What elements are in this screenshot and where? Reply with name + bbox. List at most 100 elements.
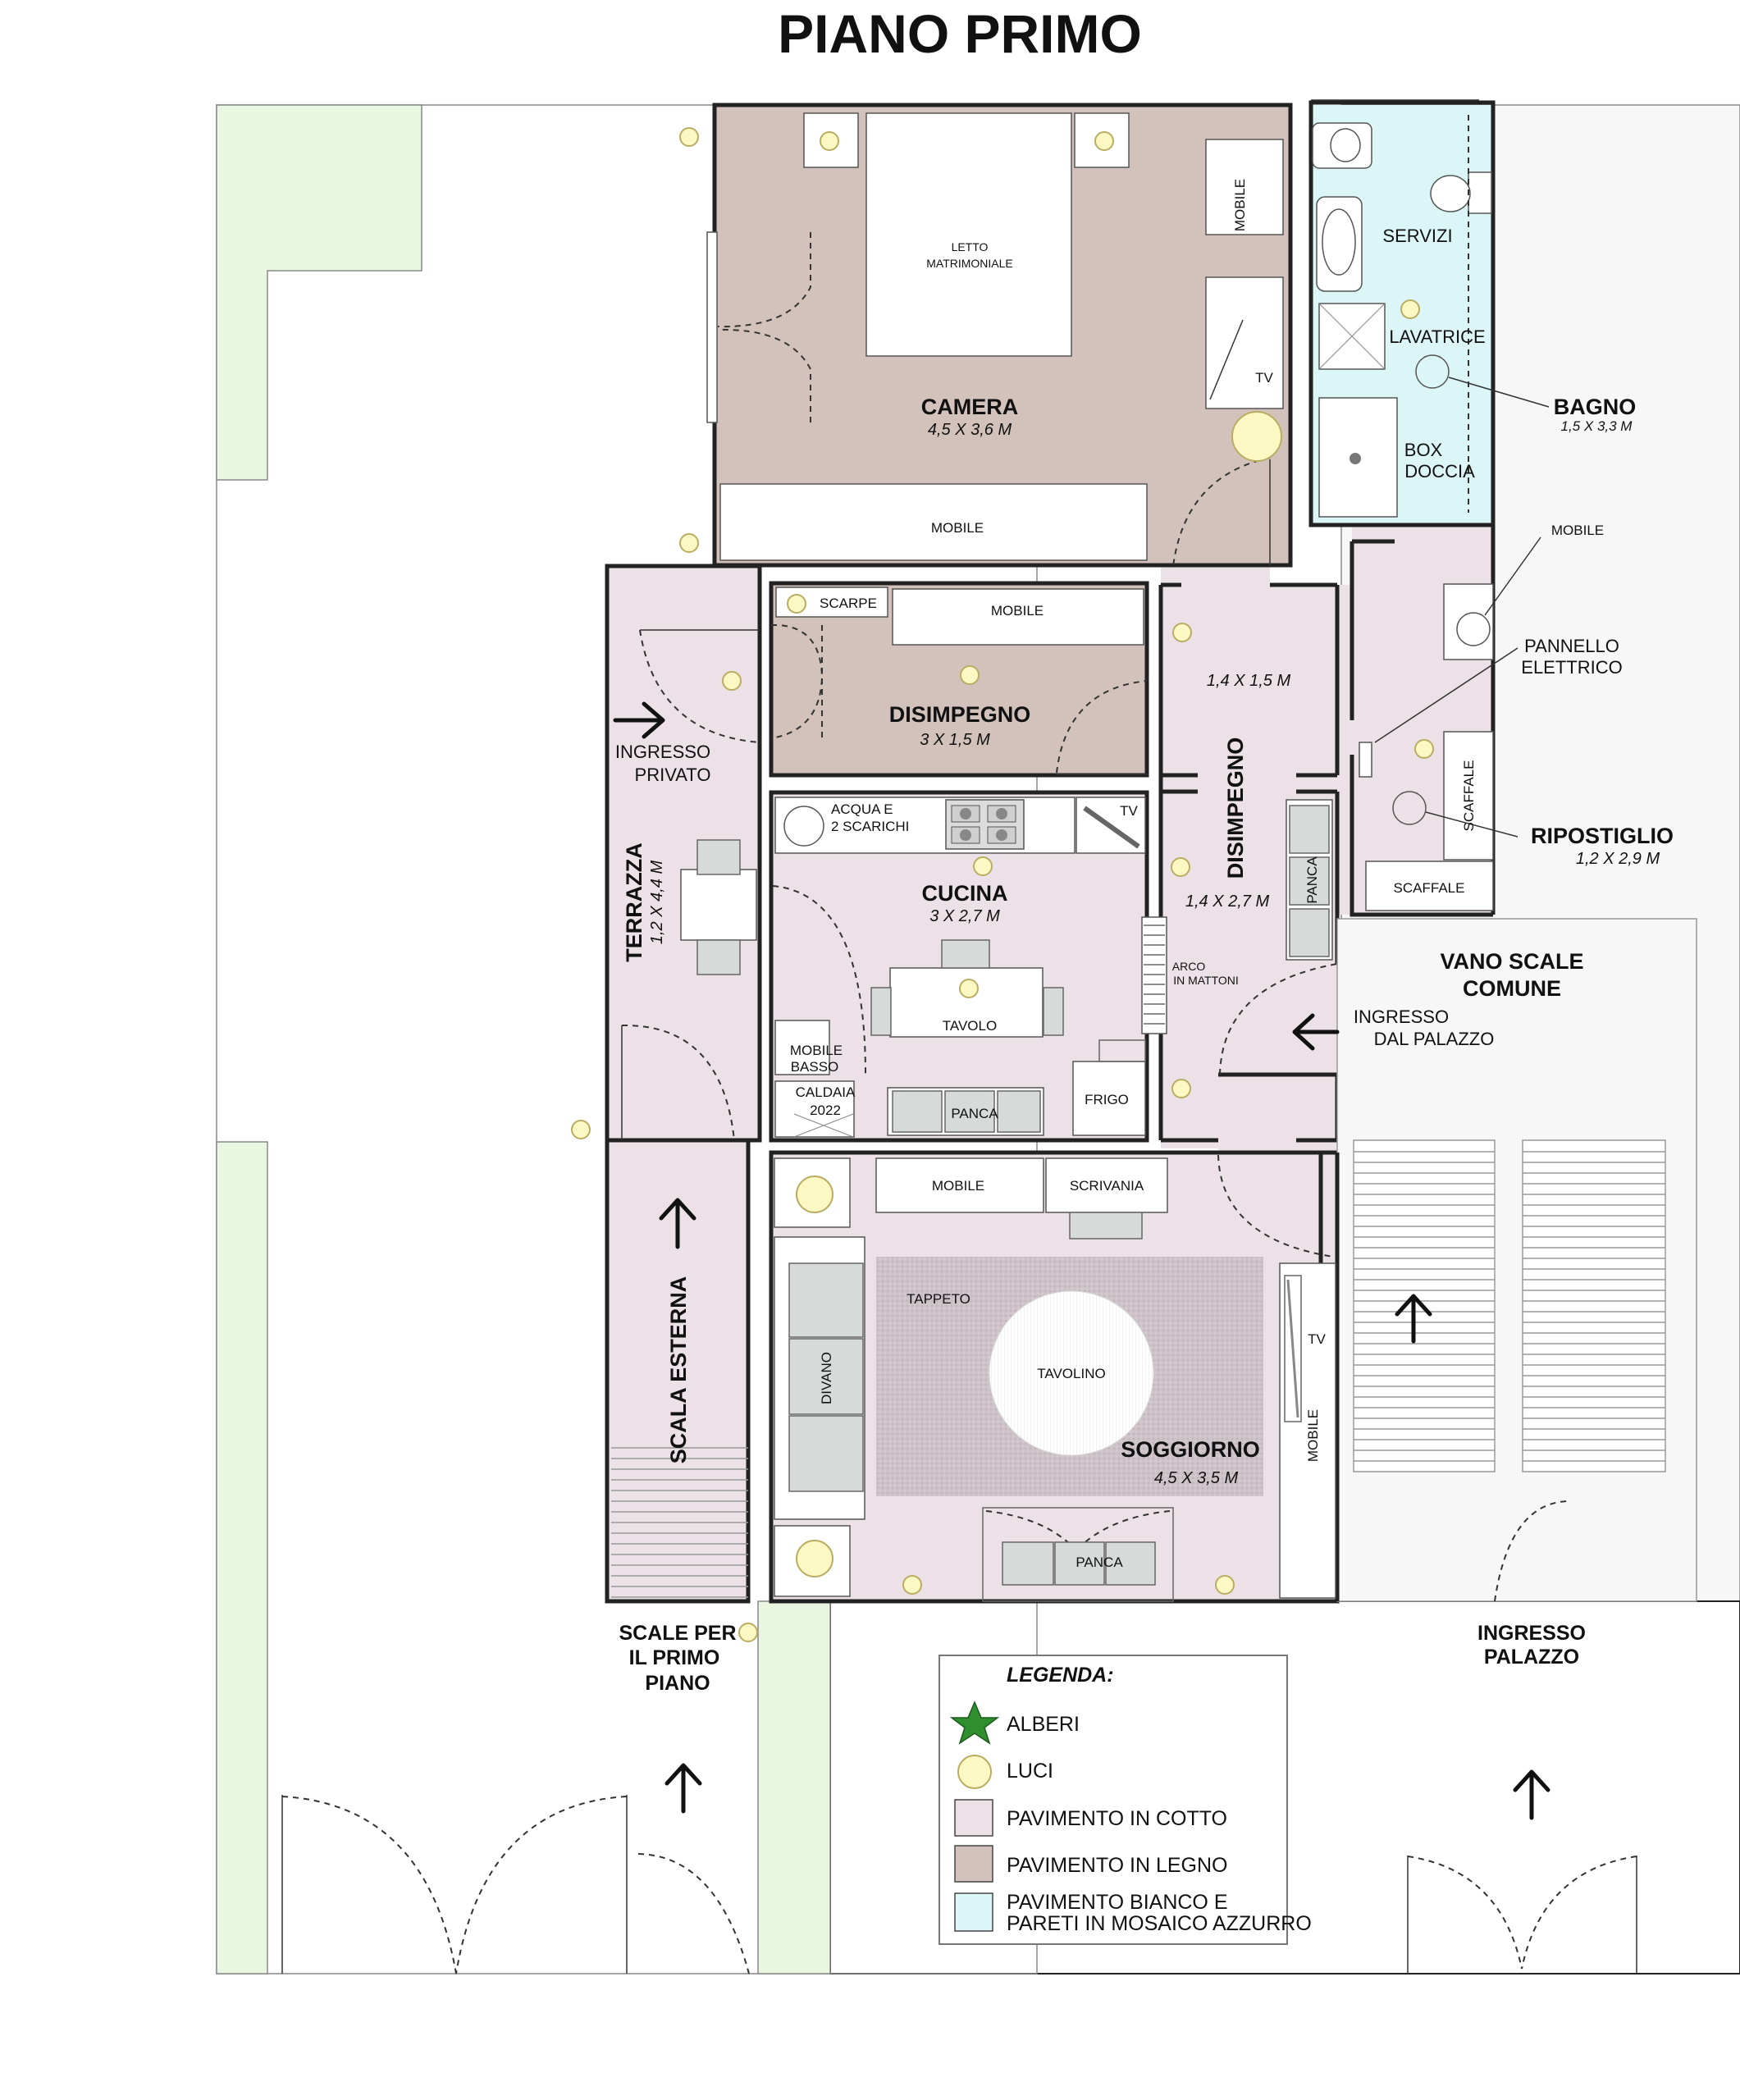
cucina-size: 3 X 2,7 M: [929, 907, 1000, 925]
garden-top: [216, 104, 422, 481]
acqua-label-1: ACQUA E: [831, 801, 893, 817]
vano-scale-2: COMUNE: [1463, 976, 1561, 1001]
ingresso-dal-palazzo-1: INGRESSO: [1354, 1007, 1449, 1027]
garden-left-strip: [216, 1141, 268, 1974]
cucina-name: CUCINA: [922, 881, 1008, 906]
scaffale-label-h: SCAFFALE: [1394, 880, 1465, 896]
corridor-panca-label: PANCA: [1304, 856, 1320, 904]
bagno-size: 1,5 X 3,3 M: [1561, 418, 1633, 434]
servizi-label: SERVIZI: [1382, 226, 1452, 246]
camera-size: 4,5 X 3,6 M: [928, 421, 1012, 439]
light-icon: [679, 127, 699, 147]
soggiorno-name: SOGGIORNO: [1121, 1437, 1260, 1462]
scale-primo-2: IL PRIMO: [629, 1646, 720, 1669]
soggiorno-panca-label: PANCA: [1076, 1554, 1123, 1570]
disimpegno-name: DISIMPEGNO: [889, 702, 1031, 727]
mobile-basso-2: BASSO: [791, 1059, 839, 1075]
legend-alberi: ALBERI: [1007, 1713, 1080, 1736]
camera-mobile-label: MOBILE: [931, 520, 984, 536]
acqua-label-2: 2 SCARICHI: [831, 819, 909, 834]
scale-primo-1: SCALE PER: [619, 1622, 736, 1645]
corridor-size-top: 1,4 X 1,5 M: [1207, 672, 1291, 690]
light-icon: [959, 979, 979, 998]
letto-label-2: MATRIMONIALE: [926, 257, 1013, 270]
swatch-bagno: [954, 1892, 993, 1932]
ingresso-privato-2: PRIVATO: [635, 765, 711, 785]
letto-label-1: LETTO: [952, 240, 989, 253]
tavolino: [989, 1290, 1154, 1456]
pannello-label-2: ELETTRICO: [1521, 657, 1622, 678]
cucina-furniture: [774, 797, 1146, 1138]
disimpegno-size: 3 X 1,5 M: [920, 731, 990, 749]
cucina-panca-label: PANCA: [951, 1106, 998, 1121]
legend-cotto: PAVIMENTO IN COTTO: [1007, 1807, 1227, 1830]
light-icon: [973, 856, 993, 876]
light-icon: [722, 671, 742, 691]
light-icon: [571, 1120, 591, 1139]
arrow-right-icon: [613, 701, 665, 739]
mobile-basso-1: MOBILE: [790, 1043, 843, 1058]
soggiorno-size: 4,5 X 3,5 M: [1154, 1469, 1239, 1487]
common-stairs: [1353, 1139, 1666, 1472]
caldaia-2: 2022: [810, 1102, 841, 1118]
scarpe-label: SCARPE: [820, 596, 877, 611]
terrazza-furniture: [680, 839, 757, 975]
garden-center-strip: [757, 1600, 831, 1974]
camera-mobile-side-label: MOBILE: [1232, 179, 1248, 231]
scaffale-label-v: SCAFFALE: [1461, 760, 1477, 832]
soggiorno-mobile-side-label: MOBILE: [1305, 1409, 1321, 1462]
pannello-label-1: PANNELLO: [1524, 636, 1619, 656]
external-stairs: [611, 1447, 748, 1598]
light-icon: [1414, 739, 1434, 759]
vano-scale-1: VANO SCALE: [1440, 949, 1583, 974]
legend-luci: LUCI: [1007, 1760, 1053, 1783]
arrow-up-icon: [1395, 1294, 1432, 1344]
legend-legno: PAVIMENTO IN LEGNO: [1007, 1854, 1228, 1877]
light-icon: [1172, 623, 1192, 642]
swatch-cotto: [954, 1799, 993, 1837]
ingresso-privato-1: INGRESSO: [615, 742, 710, 762]
corridor-size-bottom: 1,4 X 2,7 M: [1185, 892, 1270, 911]
plan-title: PIANO PRIMO: [778, 3, 1142, 64]
arrow-up-icon: [664, 1763, 702, 1814]
lights: [571, 127, 1434, 1642]
soggiorno-mobile-label: MOBILE: [932, 1178, 984, 1194]
scale-primo-3: PIANO: [645, 1672, 710, 1695]
ingresso-palazzo-1: INGRESSO: [1477, 1622, 1586, 1645]
disimpegno-mobile-label: MOBILE: [991, 603, 1044, 619]
bagno-fixtures: [1312, 115, 1550, 518]
arco-label-2: IN MATTONI: [1173, 974, 1239, 987]
light-icon: [960, 665, 980, 685]
cucina-tv-label: TV: [1120, 803, 1138, 819]
ingresso-dal-palazzo-2: DAL PALAZZO: [1374, 1029, 1495, 1049]
light-icon: [1171, 1079, 1191, 1098]
light-icon: [787, 594, 806, 614]
tree-icon: [949, 1701, 1000, 1745]
corridor-furniture: [1141, 799, 1333, 1034]
soggiorno-furniture: [774, 1157, 1336, 1599]
letto-matrimoniale: [865, 112, 1072, 357]
light-icon: [820, 131, 839, 151]
terrazza-name: TERRAZZA: [622, 842, 646, 961]
disimpegno-furniture: [775, 587, 1144, 646]
tappeto-label: TAPPETO: [907, 1291, 970, 1307]
ripostiglio-size: 1,2 X 2,9 M: [1576, 850, 1660, 868]
arrow-up-icon: [1513, 1769, 1550, 1820]
arco-label-1: ARCO: [1172, 960, 1206, 973]
light-icon: [1400, 299, 1420, 319]
ingresso-palazzo-2: PALAZZO: [1484, 1646, 1579, 1669]
light-icon: [902, 1575, 922, 1595]
legend: LEGENDA: ALBERI LUCI PAVIMENTO IN COTTO …: [939, 1655, 1312, 1945]
direction-arrows: [613, 701, 1550, 1820]
ripostiglio-furniture: [1359, 536, 1541, 911]
box-doccia-label-2: DOCCIA: [1404, 461, 1475, 482]
legend-bianco-1: PAVIMENTO BIANCO E: [1007, 1891, 1228, 1914]
tavolo-label: TAVOLO: [943, 1018, 997, 1034]
legend-bianco-2: PARETI IN MOSAICO AZZURRO: [1007, 1912, 1312, 1935]
terrazza-size: 1,2 X 4,4 M: [648, 861, 666, 945]
legend-title: LEGENDA:: [1007, 1664, 1114, 1687]
camera-tv-label: TV: [1255, 370, 1273, 386]
swatch-legno: [954, 1845, 993, 1883]
camera-name: CAMERA: [921, 395, 1019, 419]
